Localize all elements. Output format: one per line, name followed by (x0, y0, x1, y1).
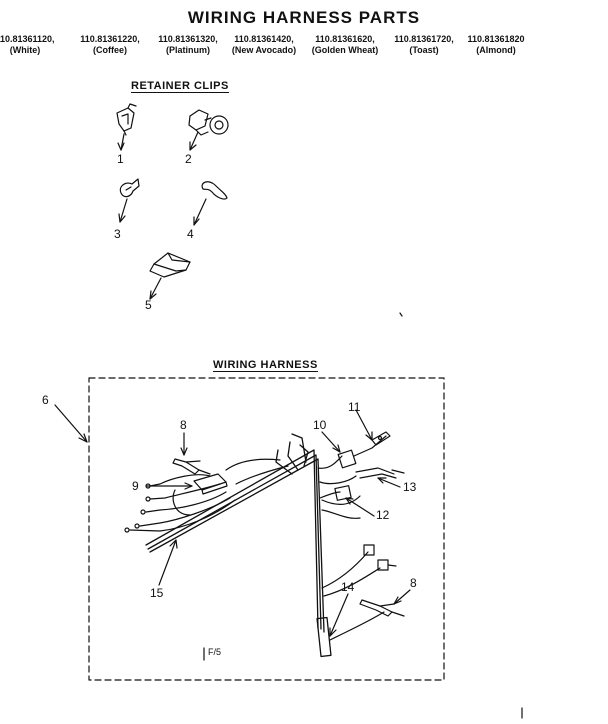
callout-number: 1 (117, 152, 124, 166)
wiring-harness-heading: WIRING HARNESS (213, 359, 318, 372)
callout-number: 8 (180, 418, 187, 432)
model-color: (Coffee) (93, 45, 127, 55)
model-number: 110.81361120, (0, 34, 55, 44)
connector-10 (337, 435, 387, 469)
connector-12 (319, 485, 361, 519)
model-number: 110.81361320, (158, 34, 218, 44)
harness-trunk (145, 433, 332, 658)
connector-9 (193, 473, 228, 495)
retainer-clip-5 (149, 252, 191, 300)
model-number: 110.81361420, (234, 34, 294, 44)
model-number: 110.81361220, (80, 34, 140, 44)
callout-leaders (145, 409, 411, 637)
retainer-clip-1 (116, 103, 137, 151)
model-number: 110.81361720, (394, 34, 454, 44)
model-entry: 110.81361120,(White) (0, 34, 64, 56)
stray-mark (399, 312, 403, 317)
callout-number: 9 (132, 479, 139, 493)
model-entry: 110.81361620,(Golden Wheat) (305, 34, 385, 56)
model-number: 110.81361620, (315, 34, 375, 44)
model-color: (Platinum) (166, 45, 210, 55)
model-entry: 110.81361220,(Coffee) (70, 34, 150, 56)
callout-number: 13 (403, 480, 417, 494)
wire-bundle-left (124, 458, 289, 533)
callout-line (54, 404, 88, 443)
callout-number: 8 (410, 576, 417, 590)
model-color: (New Avocado) (231, 45, 297, 55)
retainer-clips-heading: RETAINER CLIPS (131, 80, 229, 93)
model-color: (Almond) (476, 45, 516, 55)
connector-8-left (172, 458, 211, 475)
callout-number: 2 (185, 152, 192, 166)
connector-11 (371, 431, 391, 446)
retainer-clip-2 (188, 109, 229, 151)
callout-number: 4 (187, 227, 194, 241)
harness-outline (88, 377, 445, 681)
model-entry: 110.81361720,(Toast) (384, 34, 464, 56)
model-color: (Golden Wheat) (311, 45, 379, 55)
callout-number: 10 (313, 418, 327, 432)
connector-8-right (359, 599, 405, 617)
model-entry: 110.81361420,(New Avocado) (224, 34, 304, 56)
callout-number: 12 (376, 508, 390, 522)
model-color: (White) (9, 45, 41, 55)
model-entry: 110.81361820(Almond) (456, 34, 536, 56)
callout-number: 3 (114, 227, 121, 241)
figure-reference: F/5 (208, 647, 222, 657)
callout-number: 15 (150, 586, 164, 600)
model-color: (Toast) (409, 45, 439, 55)
model-number: 110.81361820 (467, 34, 525, 44)
retainer-clip-4 (193, 181, 228, 226)
callout-number: 5 (145, 298, 152, 312)
callout-number: 6 (42, 393, 49, 407)
page-title: WIRING HARNESS PARTS (187, 8, 421, 27)
callout-number: 11 (348, 400, 361, 414)
model-entry: 110.81361320,(Platinum) (148, 34, 228, 56)
connector-right-pair (321, 544, 397, 597)
retainer-clip-3 (118, 178, 140, 223)
callout-number: 14 (341, 580, 355, 594)
connector-13 (355, 467, 405, 479)
